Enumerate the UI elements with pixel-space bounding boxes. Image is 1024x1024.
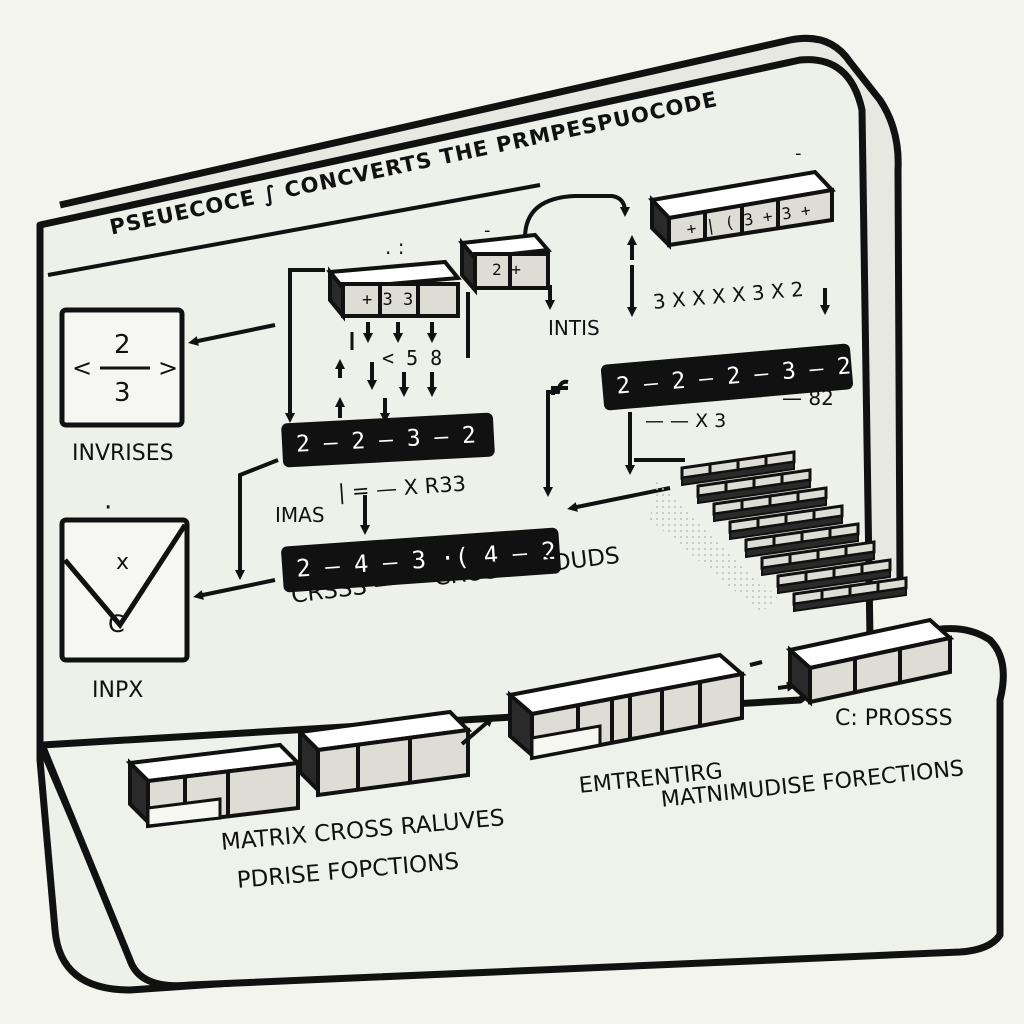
envelope-flap bbox=[63, 523, 188, 630]
inverses-label: INVRISES bbox=[72, 441, 174, 466]
staircase-riser bbox=[681, 460, 795, 487]
bottom-block-1 bbox=[125, 742, 303, 829]
staircase-riser bbox=[761, 550, 875, 577]
right-top-block bbox=[647, 169, 837, 250]
minus-82-label: — 82 bbox=[782, 386, 834, 410]
fraction-denominator: 3 bbox=[114, 378, 131, 408]
separator-dot: · bbox=[104, 493, 113, 523]
matrix-staircase bbox=[680, 450, 908, 613]
staircase-riser bbox=[713, 496, 827, 523]
staircase-riser bbox=[697, 478, 811, 505]
bottom-block-2 bbox=[295, 709, 473, 798]
fraction-left-chevron: < bbox=[72, 354, 93, 382]
input-label: INPX bbox=[92, 678, 144, 703]
ledge-seam bbox=[40, 751, 132, 959]
center-dots: . : bbox=[385, 235, 405, 259]
center-side-values: < 5 8 bbox=[382, 346, 443, 370]
staircase-riser bbox=[729, 514, 843, 541]
fraction-right-chevron: > bbox=[158, 354, 179, 382]
staircase-riser bbox=[745, 532, 859, 559]
center-block-label: + 3 3 bbox=[362, 290, 414, 310]
right-small-block-dot: - bbox=[484, 220, 491, 241]
right-small-block-label: 2 + bbox=[492, 260, 521, 279]
bottom-block-4 bbox=[785, 617, 955, 707]
envelope-bottom-letter: C bbox=[108, 610, 125, 638]
title-rule bbox=[47, 183, 541, 277]
staircase-riser bbox=[793, 586, 907, 613]
intis-label: INTIS bbox=[548, 316, 600, 340]
fraction-numerator: 2 bbox=[114, 330, 131, 360]
imas-label: IMAS bbox=[275, 503, 325, 527]
center-top-block bbox=[326, 259, 462, 322]
envelope-box bbox=[59, 517, 190, 663]
staircase-riser bbox=[777, 568, 891, 595]
bottom-label-3: C: PROSSS bbox=[835, 706, 953, 731]
right-under-row: — — X 3 bbox=[645, 410, 727, 432]
right-small-block bbox=[457, 232, 553, 296]
envelope-top-letter: x bbox=[116, 550, 130, 575]
staircase-shadow bbox=[650, 480, 780, 612]
right-top-block-dot: - bbox=[795, 143, 802, 164]
bottom-block-3 bbox=[505, 652, 747, 761]
